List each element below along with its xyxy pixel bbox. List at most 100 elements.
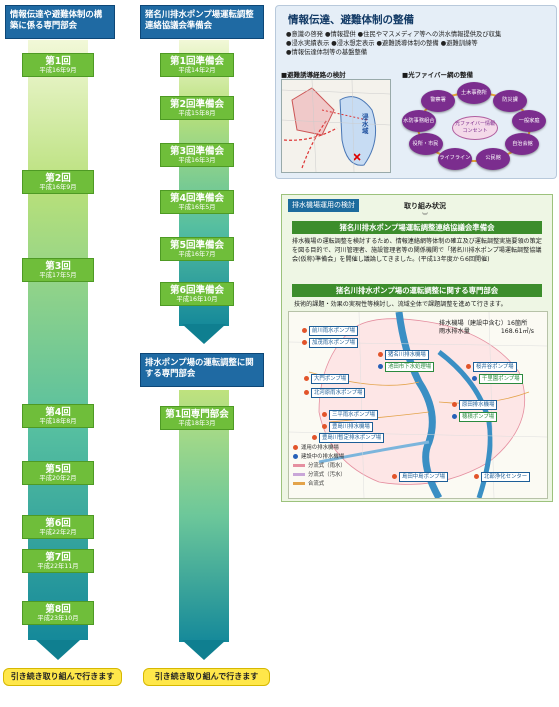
meeting-box: 第4回準備会平成16年5月 bbox=[160, 190, 234, 214]
meeting-date: 平成18年8月 bbox=[39, 418, 77, 425]
pump-station-label: 原田排水機場 bbox=[459, 400, 498, 410]
pump-station-marker bbox=[392, 474, 397, 479]
meeting-title: 第8回 bbox=[45, 604, 71, 615]
network-node: 警察署 bbox=[421, 89, 455, 112]
legend-label: 合流式 bbox=[308, 481, 325, 487]
pump-station-marker bbox=[466, 364, 471, 369]
meeting-box: 第2回準備会平成15年8月 bbox=[160, 96, 234, 120]
meeting-title: 第1回 bbox=[45, 56, 71, 67]
legend-item: 合流式 bbox=[293, 480, 324, 488]
right-footer: 引き続き取り組んで行きます bbox=[143, 668, 270, 686]
meeting-box: 第8回平成23年10月 bbox=[22, 601, 94, 625]
meeting-title: 第4回準備会 bbox=[169, 193, 225, 204]
meeting-title: 第6回 bbox=[45, 518, 71, 529]
meeting-date: 平成15年8月 bbox=[178, 110, 216, 117]
meeting-box: 第1回専門部会平成18年3月 bbox=[160, 406, 234, 430]
meeting-title: 第2回準備会 bbox=[169, 99, 225, 110]
pump-station-label: 豊島川排水機場 bbox=[329, 422, 373, 432]
pump-station-marker bbox=[378, 364, 383, 369]
meeting-title: 第6回準備会 bbox=[169, 285, 225, 296]
legend-label: 分流式（汚水） bbox=[308, 472, 346, 478]
meeting-title: 第4回 bbox=[45, 407, 71, 418]
network-node: 役所・市民 bbox=[408, 133, 443, 155]
meeting-date: 平成17年5月 bbox=[39, 272, 77, 279]
legend-label: 分流式（雨水） bbox=[308, 463, 346, 469]
pump-panel-bar-2: 猪名川排水ポンプ場の運転調整に関する専門部会 bbox=[292, 284, 542, 297]
ina-river bbox=[395, 312, 443, 498]
pump-panel: 排水機場運用の検討 取り組み状況 ︾ 猪名川排水ポンプ場運転調整連絡協議会準備会… bbox=[281, 194, 553, 502]
meeting-box: 第5回準備会平成16年7月 bbox=[160, 237, 234, 261]
info-bullet: ●意識の啓発 ●情報提供 ●住民やマスメディア等への洪水情報提供及び収集 bbox=[286, 31, 502, 38]
meeting-date: 平成16年9月 bbox=[39, 67, 77, 74]
left-column-header: 情報伝達や避難体制の構築に係る専門部会 bbox=[5, 5, 115, 39]
left-footer: 引き続き取り組んで行きます bbox=[3, 668, 122, 686]
evacuation-zone-shape bbox=[291, 87, 335, 136]
meeting-date: 平成16年9月 bbox=[39, 184, 77, 191]
pump-station-label: 猪名川排水機場 bbox=[385, 350, 429, 360]
fiber-network-diagram: 光ファイバー情報コンセント 土木事務所防災課一般家庭自治会館公民館ライフライン役… bbox=[396, 80, 552, 174]
pump-station-label: 千里園ポンプ場 bbox=[479, 374, 523, 384]
meeting-box: 第7回平成22年11月 bbox=[22, 549, 94, 573]
fiber-network-label: ■光ファイバー網の整備 bbox=[402, 71, 474, 79]
info-panel: 情報伝達、避難体制の整備 ●意識の啓発 ●情報提供 ●住民やマスメディア等への洪… bbox=[275, 5, 557, 179]
network-node: 公民館 bbox=[476, 147, 511, 170]
right-lower-arrowhead bbox=[182, 640, 226, 660]
meeting-date: 平成16年7月 bbox=[178, 251, 216, 258]
meeting-title: 第2回 bbox=[45, 173, 71, 184]
meeting-box: 第4回平成18年8月 bbox=[22, 404, 94, 428]
pump-station-label: 北河原雨水ポンプ場 bbox=[311, 388, 366, 398]
pump-station-label: 三平雨水ポンプ場 bbox=[329, 410, 378, 420]
pump-station-label: 前川雨水ポンプ場 bbox=[309, 326, 358, 336]
legend-label: 建設中の排水機場 bbox=[301, 454, 345, 460]
meeting-title: 第5回 bbox=[45, 464, 71, 475]
pump-station-label: 池田市下水処理場 bbox=[385, 362, 435, 372]
legend-swatch bbox=[293, 473, 305, 476]
meeting-box: 第5回平成20年2月 bbox=[22, 461, 94, 485]
meeting-box: 第3回平成17年5月 bbox=[22, 258, 94, 282]
meeting-box: 第6回準備会平成16年10月 bbox=[160, 282, 234, 306]
meeting-title: 第7回 bbox=[45, 552, 71, 563]
left-arrowhead bbox=[36, 640, 80, 660]
pump-station-marker bbox=[304, 390, 309, 395]
status-chevron-icon: ︾ bbox=[422, 213, 429, 220]
legend-swatch bbox=[293, 445, 298, 450]
evacuation-route-1 bbox=[283, 127, 338, 141]
pump-station-label: 北部浄化センター bbox=[481, 472, 531, 482]
meeting-title: 第5回準備会 bbox=[169, 240, 225, 251]
hazard-cross-mark bbox=[353, 153, 361, 161]
legend-item: 分流式（雨水） bbox=[293, 462, 346, 470]
map-grid-roads bbox=[289, 312, 547, 498]
pump-panel-text-1: 排水機場の運転調整を検討するため、情報連絡網等体制の確立及び運転調整実施要領の策… bbox=[292, 238, 542, 263]
pump-station-marker bbox=[452, 414, 457, 419]
meeting-box: 第6回平成22年2月 bbox=[22, 515, 94, 539]
pump-station-label: 豊島川暫定排水ポンプ場 bbox=[319, 433, 385, 443]
meeting-box: 第2回平成16年9月 bbox=[22, 170, 94, 194]
pump-station-label: 加茂雨水ポンプ場 bbox=[309, 338, 358, 348]
map-streets bbox=[282, 80, 390, 172]
evacuation-map-label: ■避難誘導経路の検討 bbox=[281, 71, 346, 79]
flood-area-label: 浸水域 bbox=[362, 113, 369, 135]
network-node: ライフライン bbox=[437, 147, 472, 170]
meeting-date: 平成23年10月 bbox=[37, 615, 79, 622]
network-node: 自治会館 bbox=[505, 133, 540, 155]
network-node: 土木事務所 bbox=[457, 82, 491, 104]
pump-station-marker bbox=[302, 340, 307, 345]
network-node: 一般家庭 bbox=[512, 110, 547, 133]
info-bullet-list: ●意識の啓発 ●情報提供 ●住民やマスメディア等への洪水情報提供及び収集●浸水実… bbox=[286, 30, 550, 57]
pump-station-marker bbox=[472, 376, 477, 381]
pump-station-label: 島田中島ポンプ場 bbox=[399, 472, 448, 482]
meeting-box: 第1回平成16年9月 bbox=[22, 53, 94, 77]
fiber-center-node: 光ファイバー情報コンセント bbox=[452, 116, 498, 140]
legend-item: 建設中の排水機場 bbox=[293, 453, 344, 461]
evacuation-map: 浸水域 bbox=[281, 79, 391, 173]
pump-station-label: 穂積ポンプ場 bbox=[459, 412, 498, 422]
flood-area-shape bbox=[339, 96, 377, 166]
pump-station-marker bbox=[322, 424, 327, 429]
meeting-date: 平成20年2月 bbox=[39, 475, 77, 482]
legend-item: 運用の排水機場 bbox=[293, 444, 339, 452]
pump-panel-bar-1: 猪名川排水ポンプ場運転調整連絡協議会準備会 bbox=[292, 221, 542, 234]
meeting-date: 平成22年11月 bbox=[37, 563, 79, 570]
evacuation-map-svg bbox=[282, 80, 390, 172]
pump-station-marker bbox=[452, 402, 457, 407]
info-panel-title: 情報伝達、避難体制の整備 bbox=[288, 14, 414, 26]
